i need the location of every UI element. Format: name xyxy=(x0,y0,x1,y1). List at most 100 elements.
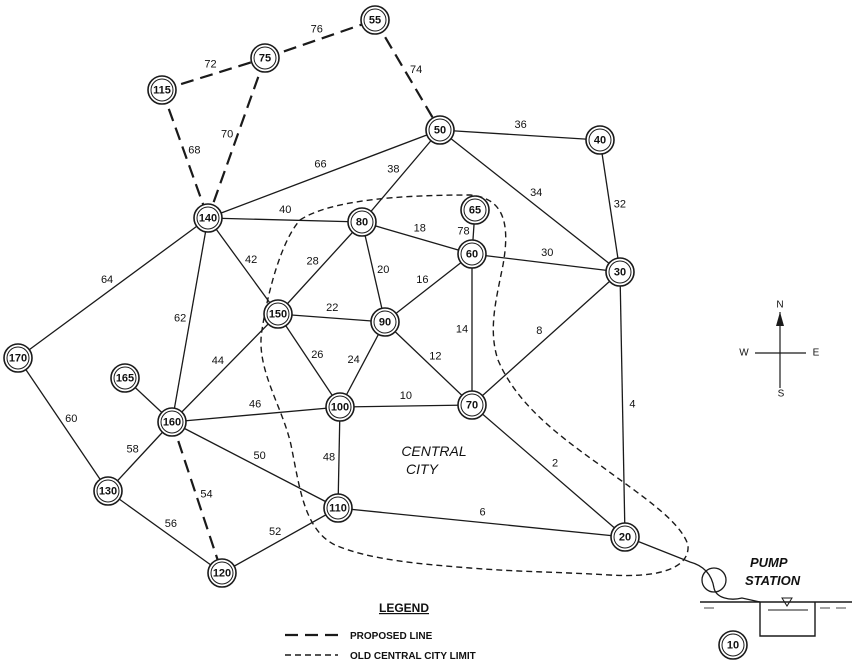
node-75: 75 xyxy=(250,43,280,73)
node-circle xyxy=(585,125,615,155)
node-inner-ring xyxy=(460,242,484,266)
pump-station: PUMP STATION xyxy=(700,555,852,637)
node-label: 130 xyxy=(99,486,117,498)
node-circle xyxy=(193,203,223,233)
central-city-label-line1: CENTRAL xyxy=(401,443,466,459)
pipe-80-60 xyxy=(361,221,473,255)
pipe-label-56: 56 xyxy=(165,518,177,530)
node-inner-ring xyxy=(373,310,397,334)
pipe-label-62: 62 xyxy=(174,312,186,324)
node-label: 170 xyxy=(9,353,27,365)
pipe-160-130 xyxy=(107,421,173,492)
pipe-label-4: 4 xyxy=(629,398,635,410)
node-label: 110 xyxy=(329,503,347,515)
node-inner-ring xyxy=(6,346,30,370)
pump-station-label-line2: STATION xyxy=(745,573,801,588)
pipe-150-160 xyxy=(171,313,279,423)
pipe-label-2: 2 xyxy=(552,457,558,469)
node-170: 170 xyxy=(3,343,33,373)
pipe-label-48: 48 xyxy=(323,451,335,463)
node-60: 60 xyxy=(457,239,487,269)
node-circle xyxy=(610,522,640,552)
node-label: 40 xyxy=(594,135,606,147)
pipe-label-8: 8 xyxy=(536,325,542,337)
pipe-label-68: 68 xyxy=(188,145,200,157)
node-label: 165 xyxy=(116,373,134,385)
node-65: 65 xyxy=(460,195,490,225)
pipe-label-76: 76 xyxy=(311,24,323,36)
node-inner-ring xyxy=(428,118,452,142)
node-circle xyxy=(425,115,455,145)
pipe-label-58: 58 xyxy=(127,444,139,456)
pipe-60-30 xyxy=(471,253,621,273)
pipe-label-30: 30 xyxy=(541,247,553,259)
proposed-pipe-75-140 xyxy=(206,57,267,219)
node-label: 20 xyxy=(619,532,631,544)
node-90: 90 xyxy=(370,307,400,337)
pipe-label-74: 74 xyxy=(410,64,422,76)
pipe-140-50 xyxy=(207,129,441,219)
pipe-30-70 xyxy=(471,271,621,406)
pipe-label-18: 18 xyxy=(414,222,426,234)
node-inner-ring xyxy=(266,302,290,326)
node-inner-ring xyxy=(613,525,637,549)
node-label: 55 xyxy=(369,15,381,27)
node-inner-ring xyxy=(350,210,374,234)
node-label: 30 xyxy=(614,267,626,279)
pipe-label-50: 50 xyxy=(253,450,265,462)
node-inner-ring xyxy=(196,206,220,230)
node-140: 140 xyxy=(193,203,223,233)
legend-city-limit-label: OLD CENTRAL CITY LIMIT xyxy=(350,651,476,662)
proposed-pipe-115-140 xyxy=(160,89,210,219)
node-130: 130 xyxy=(93,476,123,506)
node-inner-ring xyxy=(96,479,120,503)
pipe-label-66: 66 xyxy=(314,159,326,171)
node-20: 20 xyxy=(610,522,640,552)
pipe-140-150 xyxy=(207,217,279,315)
pipe-170-130 xyxy=(17,357,109,492)
pipe-140-170 xyxy=(17,217,209,359)
pipe-label-60: 60 xyxy=(65,413,77,425)
node-label: 60 xyxy=(466,249,478,261)
node-inner-ring xyxy=(326,496,350,520)
node-label: 75 xyxy=(259,53,271,65)
node-inner-ring xyxy=(363,8,387,32)
pipe-label-20: 20 xyxy=(377,264,389,276)
node-label: 65 xyxy=(469,205,481,217)
node-circle xyxy=(93,476,123,506)
node-inner-ring xyxy=(150,78,174,102)
pipe-label-46: 46 xyxy=(249,399,261,411)
pipe-50-80 xyxy=(361,129,441,223)
pipe-label-36: 36 xyxy=(514,119,526,131)
pipe-100-70 xyxy=(339,404,473,408)
pipe-label-32: 32 xyxy=(614,199,626,211)
node-circle xyxy=(718,630,748,660)
pipe-160-100 xyxy=(171,406,341,423)
pipe-label-72: 72 xyxy=(204,58,216,70)
node-circle xyxy=(460,195,490,225)
node-label: 10 xyxy=(727,640,739,652)
proposed-pipe-55-50 xyxy=(374,19,441,131)
node-circle xyxy=(3,343,33,373)
node-circle xyxy=(207,558,237,588)
node-inner-ring xyxy=(328,395,352,419)
pipe-label-78: 78 xyxy=(457,225,469,237)
node-circle xyxy=(347,207,377,237)
pipe-label-70: 70 xyxy=(221,129,233,141)
compass-rose: N S E W xyxy=(739,300,819,400)
pipe-label-40: 40 xyxy=(279,204,291,216)
pipe-90-70 xyxy=(384,321,473,406)
node-50: 50 xyxy=(425,115,455,145)
node-circle xyxy=(147,75,177,105)
pipe-130-120 xyxy=(107,490,223,574)
pipe-label-22: 22 xyxy=(326,302,338,314)
pipe-label-44: 44 xyxy=(212,355,224,367)
pipe-150-100 xyxy=(277,313,341,408)
pipe-80-90 xyxy=(361,221,386,323)
legend-proposed-line-label: PROPOSED LINE xyxy=(350,631,433,642)
pump-outlet-loop xyxy=(701,567,727,593)
pipe-30-20 xyxy=(619,271,626,538)
compass-south: S xyxy=(778,389,785,400)
